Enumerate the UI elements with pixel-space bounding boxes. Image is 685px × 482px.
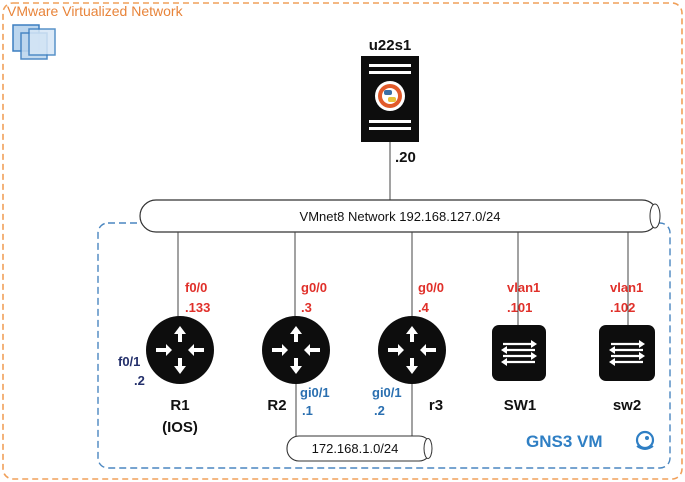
r2-ip-top: .3 [301, 300, 312, 315]
sw2-if-top: vlan1 [610, 280, 643, 295]
lan-network [286, 435, 433, 462]
r2-name: R2 [267, 397, 286, 414]
r1-if-side: f0/1 [118, 354, 140, 369]
sw2-ip-top: .102 [610, 300, 635, 315]
gns3-chameleon-icon [635, 430, 655, 450]
r1-ip-top: .133 [185, 300, 210, 315]
r3-router-icon [378, 316, 446, 384]
r1-router-icon [146, 316, 214, 384]
r1-if-top: f0/0 [185, 280, 207, 295]
outer-title: VMware Virtualized Network [7, 3, 184, 19]
lan-label: 172.168.1.0/24 [312, 441, 399, 456]
vmnet8-network [139, 199, 661, 233]
gns3-label: GNS3 VM [526, 432, 603, 451]
r3-if-bottom: gi0/1 [372, 385, 402, 400]
r1-ip-side: .2 [134, 373, 145, 388]
r3-if-top: g0/0 [418, 280, 444, 295]
server-icon [361, 56, 419, 142]
r1-name: R1 [170, 397, 189, 414]
vmnet8-label: VMnet8 Network 192.168.127.0/24 [300, 209, 501, 224]
r1-sub: (IOS) [162, 419, 198, 436]
r2-ip-bottom: .1 [302, 403, 313, 418]
sw1-ip-top: .101 [507, 300, 532, 315]
server-name: u22s1 [369, 37, 412, 54]
sw2-name: sw2 [613, 397, 641, 414]
r2-if-top: g0/0 [301, 280, 327, 295]
server-ip: .20 [395, 149, 416, 166]
r3-name: r3 [429, 397, 443, 414]
sw1-if-top: vlan1 [507, 280, 540, 295]
r3-ip-top: .4 [418, 300, 430, 315]
r2-if-bottom: gi0/1 [300, 385, 330, 400]
sw1-name: SW1 [504, 397, 537, 414]
sw1-switch-icon [492, 325, 546, 381]
r2-router-icon [262, 316, 330, 384]
sw2-switch-icon [599, 325, 655, 381]
r3-ip-bottom: .2 [374, 403, 385, 418]
vmware-logo-icon [12, 24, 56, 60]
